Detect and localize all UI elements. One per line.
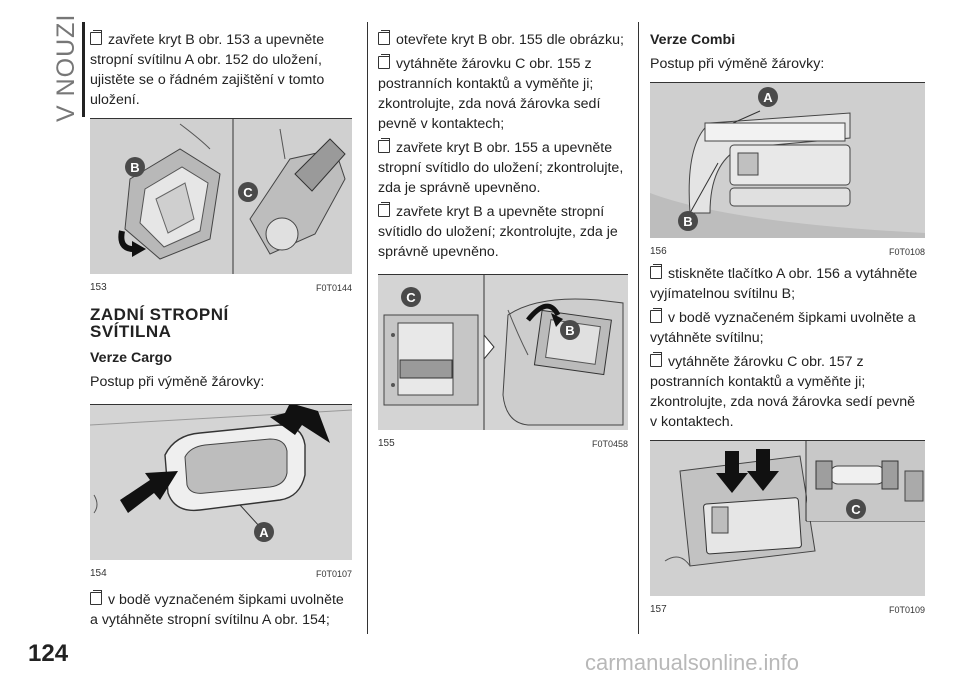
svg-text:B: B [130,160,139,175]
col3-bullet-2: v bodě vyznačeném šipkami uvolněte a vyt… [650,308,916,346]
col3-bullet-1: stiskněte tlačítko A obr. 156 a vytáhnět… [650,264,918,302]
col3-intro: Postup při výměně žárovky: [650,56,825,72]
checkbox-bullet-icon [378,54,390,69]
col1-bullet-2: v bodě vyznačeném šipkami uvolněte a vyt… [90,590,344,628]
figure-157-label-c: C [846,499,866,519]
figure-155-label-b: B [560,320,580,340]
figure-156-label-b: B [678,211,698,231]
side-title-text: V NOUZI [52,13,80,122]
svg-text:B: B [683,214,692,229]
figure-155-label-c: C [401,287,421,307]
checkbox-bullet-icon [378,138,390,153]
subheading-cargo: Verze Cargo [90,350,173,366]
col2-bullet-3: zavřete kryt B obr. 155 a upevněte strop… [378,138,624,196]
column-divider-1 [367,22,368,634]
svg-text:C: C [243,185,253,200]
figure-154-label-a: A [254,522,274,542]
checkbox-bullet-icon [378,202,390,217]
column-2: otevřete kryt B obr. 155 dle obrázku; vy… [378,30,628,450]
checkbox-bullet-icon [90,30,102,45]
col3-bullet-3: vytáhněte žárovku C obr. 157 z postranní… [650,352,915,430]
page-number: 124 [28,640,69,667]
figure-155: C B [378,274,628,430]
figure-153: B C [90,118,352,274]
svg-text:C: C [406,290,416,305]
figure-155-illustration: C B [378,275,628,430]
svg-text:B: B [565,323,574,338]
figure-156-illustration: A B [650,83,925,238]
checkbox-bullet-icon [650,352,662,367]
figure-154-illustration: A [90,405,352,560]
column-1: zavřete kryt B obr. 153 a upevněte strop… [90,30,352,634]
figure-153-illustration: B C [90,119,352,274]
section-side-title: V NOUZI [52,14,82,130]
checkbox-bullet-icon [90,590,102,605]
figure-157-illustration: C [650,441,925,596]
checkbox-bullet-icon [650,264,662,279]
svg-text:A: A [259,525,269,540]
figure-157: C [650,440,925,596]
checkbox-bullet-icon [650,308,662,323]
figure-156: A B [650,82,925,238]
col1-intro: Postup při výměně žárovky: [90,374,265,390]
column-divider-2 [638,22,639,634]
side-title-rule [82,22,85,117]
figure-153-label-b: B [125,157,145,177]
checkbox-bullet-icon [378,30,390,45]
col1-bullet-1: zavřete kryt B obr. 153 a upevněte strop… [90,30,325,108]
col2-bullet-2: vytáhněte žárovku C obr. 155 z postranní… [378,54,601,132]
subheading-combi: Verze Combi [650,32,736,48]
col2-bullet-4: zavřete kryt B a upevněte stropní svítid… [378,202,618,260]
figure-154: A [90,404,352,560]
figure-153-label-c: C [238,182,258,202]
column-3: Verze Combi Postup při výměně žárovky: A… [650,30,925,616]
svg-text:C: C [851,502,861,517]
svg-text:A: A [763,90,773,105]
figure-156-label-a: A [758,87,778,107]
watermark-text: carmanualsonline.info [585,650,800,675]
col2-bullet-1: otevřete kryt B obr. 155 dle obrázku; [378,30,628,50]
